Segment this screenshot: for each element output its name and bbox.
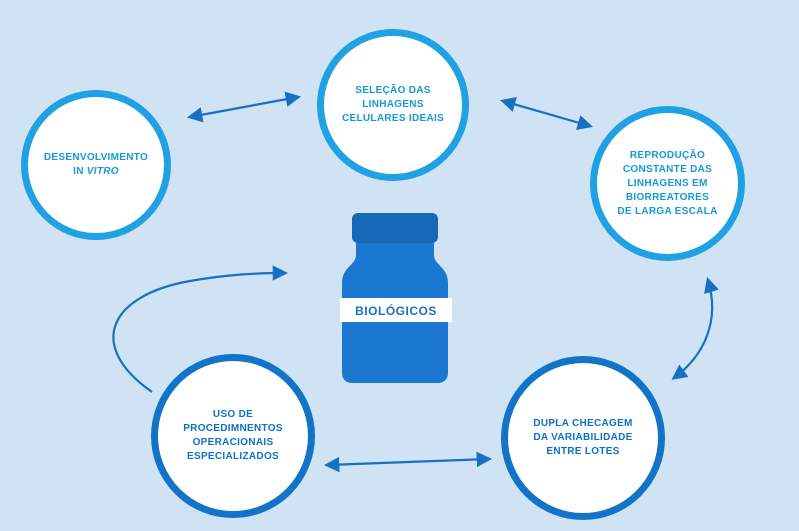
bottle-label-band	[340, 298, 452, 322]
arrow-reproducao-dupla	[671, 277, 719, 380]
node-label: REPRODUÇÃO CONSTANTE DAS LINHAGENS EM BI…	[617, 149, 718, 217]
node-label: USO DE PROCEDIMNENTOS OPERACIONAIS ESPEC…	[183, 409, 283, 462]
node-desenvolvimento-in-vitro: DESENVOLVIMENTO IN VITRO	[21, 90, 171, 240]
arrow-selecao-reproducao	[500, 97, 593, 130]
node-label: DUPLA CHECAGEM DA VARIABILIDADE ENTRE LO…	[533, 418, 633, 457]
bottle-cap	[352, 213, 438, 243]
node-selecao-linhagens: SELEÇÃO DAS LINHAGENS CELULARES IDEAIS	[317, 29, 469, 181]
bottle-icon	[340, 213, 452, 383]
node-label: DESENVOLVIMENTO IN VITRO	[43, 152, 149, 177]
node-dupla-checagem: DUPLA CHECAGEM DA VARIABILIDADE ENTRE LO…	[501, 356, 665, 520]
node-procedimentos-operacionais: USO DE PROCEDIMNENTOS OPERACIONAIS ESPEC…	[151, 354, 315, 518]
arrow-procedimentos-return	[112, 265, 289, 393]
bottle-label: BIOLÓGICOS	[355, 304, 437, 318]
node-label: SELEÇÃO DAS LINHAGENS CELULARES IDEAIS	[341, 85, 445, 124]
arrow-invitro-selecao	[186, 91, 302, 123]
arrow-dupla-procedimentos	[323, 451, 493, 473]
node-reproducao-biorreatores: REPRODUÇÃO CONSTANTE DAS LINHAGENS EM BI…	[590, 106, 745, 261]
